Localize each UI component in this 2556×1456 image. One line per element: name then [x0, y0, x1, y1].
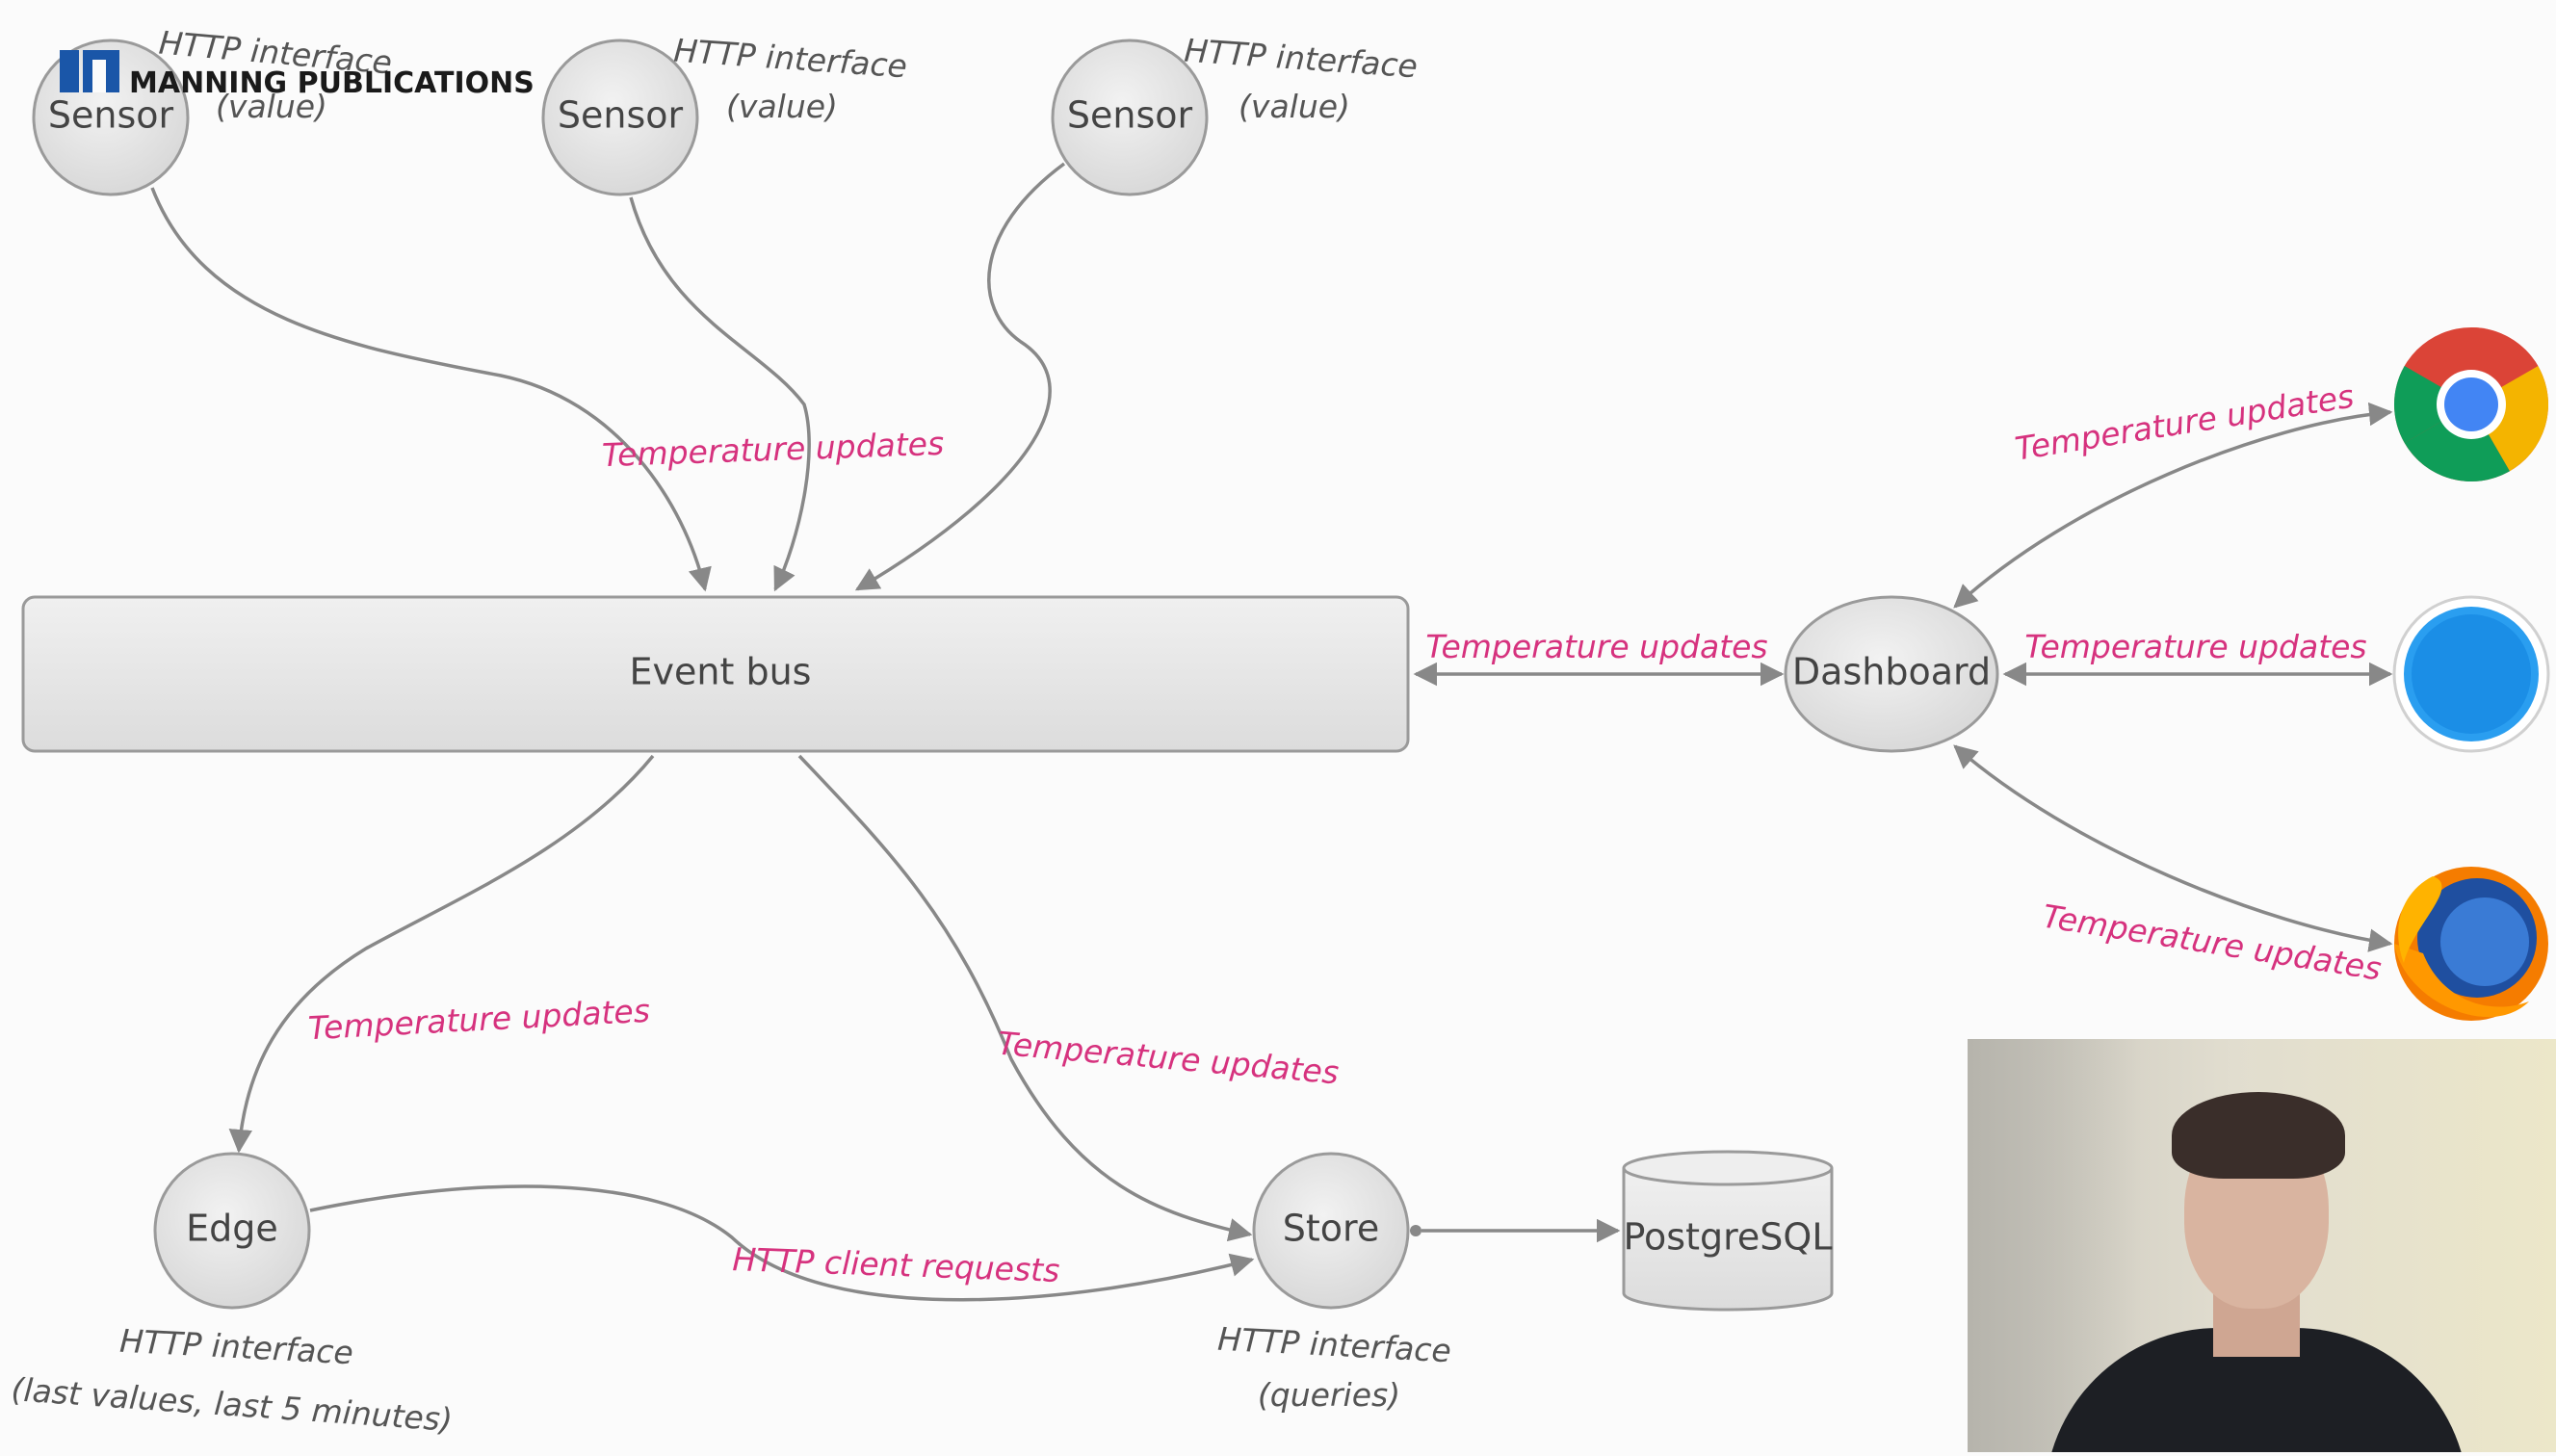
edge-dashboard-chrome: [1953, 402, 2393, 609]
svg-text:HTTP interface: HTTP interface: [672, 32, 908, 86]
svg-text:(value): (value): [1239, 88, 1350, 125]
store-label: Store: [1283, 1208, 1379, 1250]
edge-sensor1-to-bus: [150, 187, 712, 592]
edge-bus-to-edge: [228, 754, 655, 1154]
event-bus-label: Event bus: [630, 651, 812, 693]
svg-text:(queries): (queries): [1258, 1376, 1400, 1414]
edge-sensor3-to-bus: [854, 162, 1066, 591]
sensor-node-2: Sensor: [541, 39, 699, 196]
svg-text:HTTP interface: HTTP interface: [118, 1322, 353, 1372]
label-sensors-to-bus: Temperature updates: [601, 425, 944, 474]
label-bus-dashboard: Temperature updates: [1425, 628, 1767, 665]
label-dashboard-safari: Temperature updates: [2024, 628, 2366, 665]
store-connector-dot: [1410, 1225, 1421, 1236]
store-note: HTTP interface (queries): [1216, 1320, 1451, 1414]
sensor-3-note: HTTP interface (value): [1183, 32, 1419, 125]
safari-icon: [2392, 595, 2550, 753]
postgresql-node: PostgreSQL: [1622, 1150, 1834, 1312]
label-bus-to-store: Temperature updates: [996, 1025, 1340, 1092]
dashboard-label: Dashboard: [1792, 651, 1991, 693]
publisher-name: MANNING PUBLICATIONS: [129, 66, 535, 100]
svg-text:(value): (value): [726, 88, 838, 125]
edge-note: HTTP interface (last values, last 5 minu…: [10, 1322, 454, 1439]
edge-node: Edge: [153, 1152, 311, 1310]
edge-bus-to-store: [797, 754, 1253, 1242]
sensor-node-3: Sensor: [1051, 39, 1209, 196]
sensor-2-note: HTTP interface (value): [672, 32, 908, 125]
label-bus-to-edge: Temperature updates: [307, 992, 651, 1048]
dashboard-node: Dashboard: [1784, 595, 1999, 753]
svg-text:(value): (value): [216, 88, 327, 125]
presenter-hair: [2172, 1092, 2345, 1179]
sensor-3-label: Sensor: [1067, 94, 1193, 137]
edge-edge-to-store: [309, 1184, 1255, 1302]
firefox-icon: [2394, 867, 2548, 1021]
sensor-2-label: Sensor: [558, 94, 684, 137]
edge-dashboard-firefox: [1953, 744, 2393, 952]
edge-label: Edge: [186, 1208, 278, 1250]
event-bus-node: Event bus: [21, 595, 1410, 753]
presenter-webcam: [1968, 1039, 2556, 1452]
svg-text:HTTP interface: HTTP interface: [1183, 32, 1419, 86]
edge-sensor2-to-bus: [629, 196, 811, 592]
manning-logo: MANNING PUBLICATIONS: [60, 50, 535, 100]
store-node: Store: [1252, 1152, 1410, 1310]
chrome-icon: [2393, 327, 2549, 482]
label-edge-to-store: HTTP client requests: [732, 1240, 1060, 1289]
svg-text:HTTP interface: HTTP interface: [1216, 1320, 1451, 1370]
label-dashboard-firefox: Temperature updates: [2040, 897, 2384, 988]
label-dashboard-chrome: Temperature updates: [2013, 377, 2357, 468]
sensor-1-label: Sensor: [48, 94, 174, 137]
postgresql-label: PostgreSQL: [1624, 1216, 1833, 1259]
svg-text:(last values, last 5 minutes): (last values, last 5 minutes): [10, 1370, 454, 1439]
